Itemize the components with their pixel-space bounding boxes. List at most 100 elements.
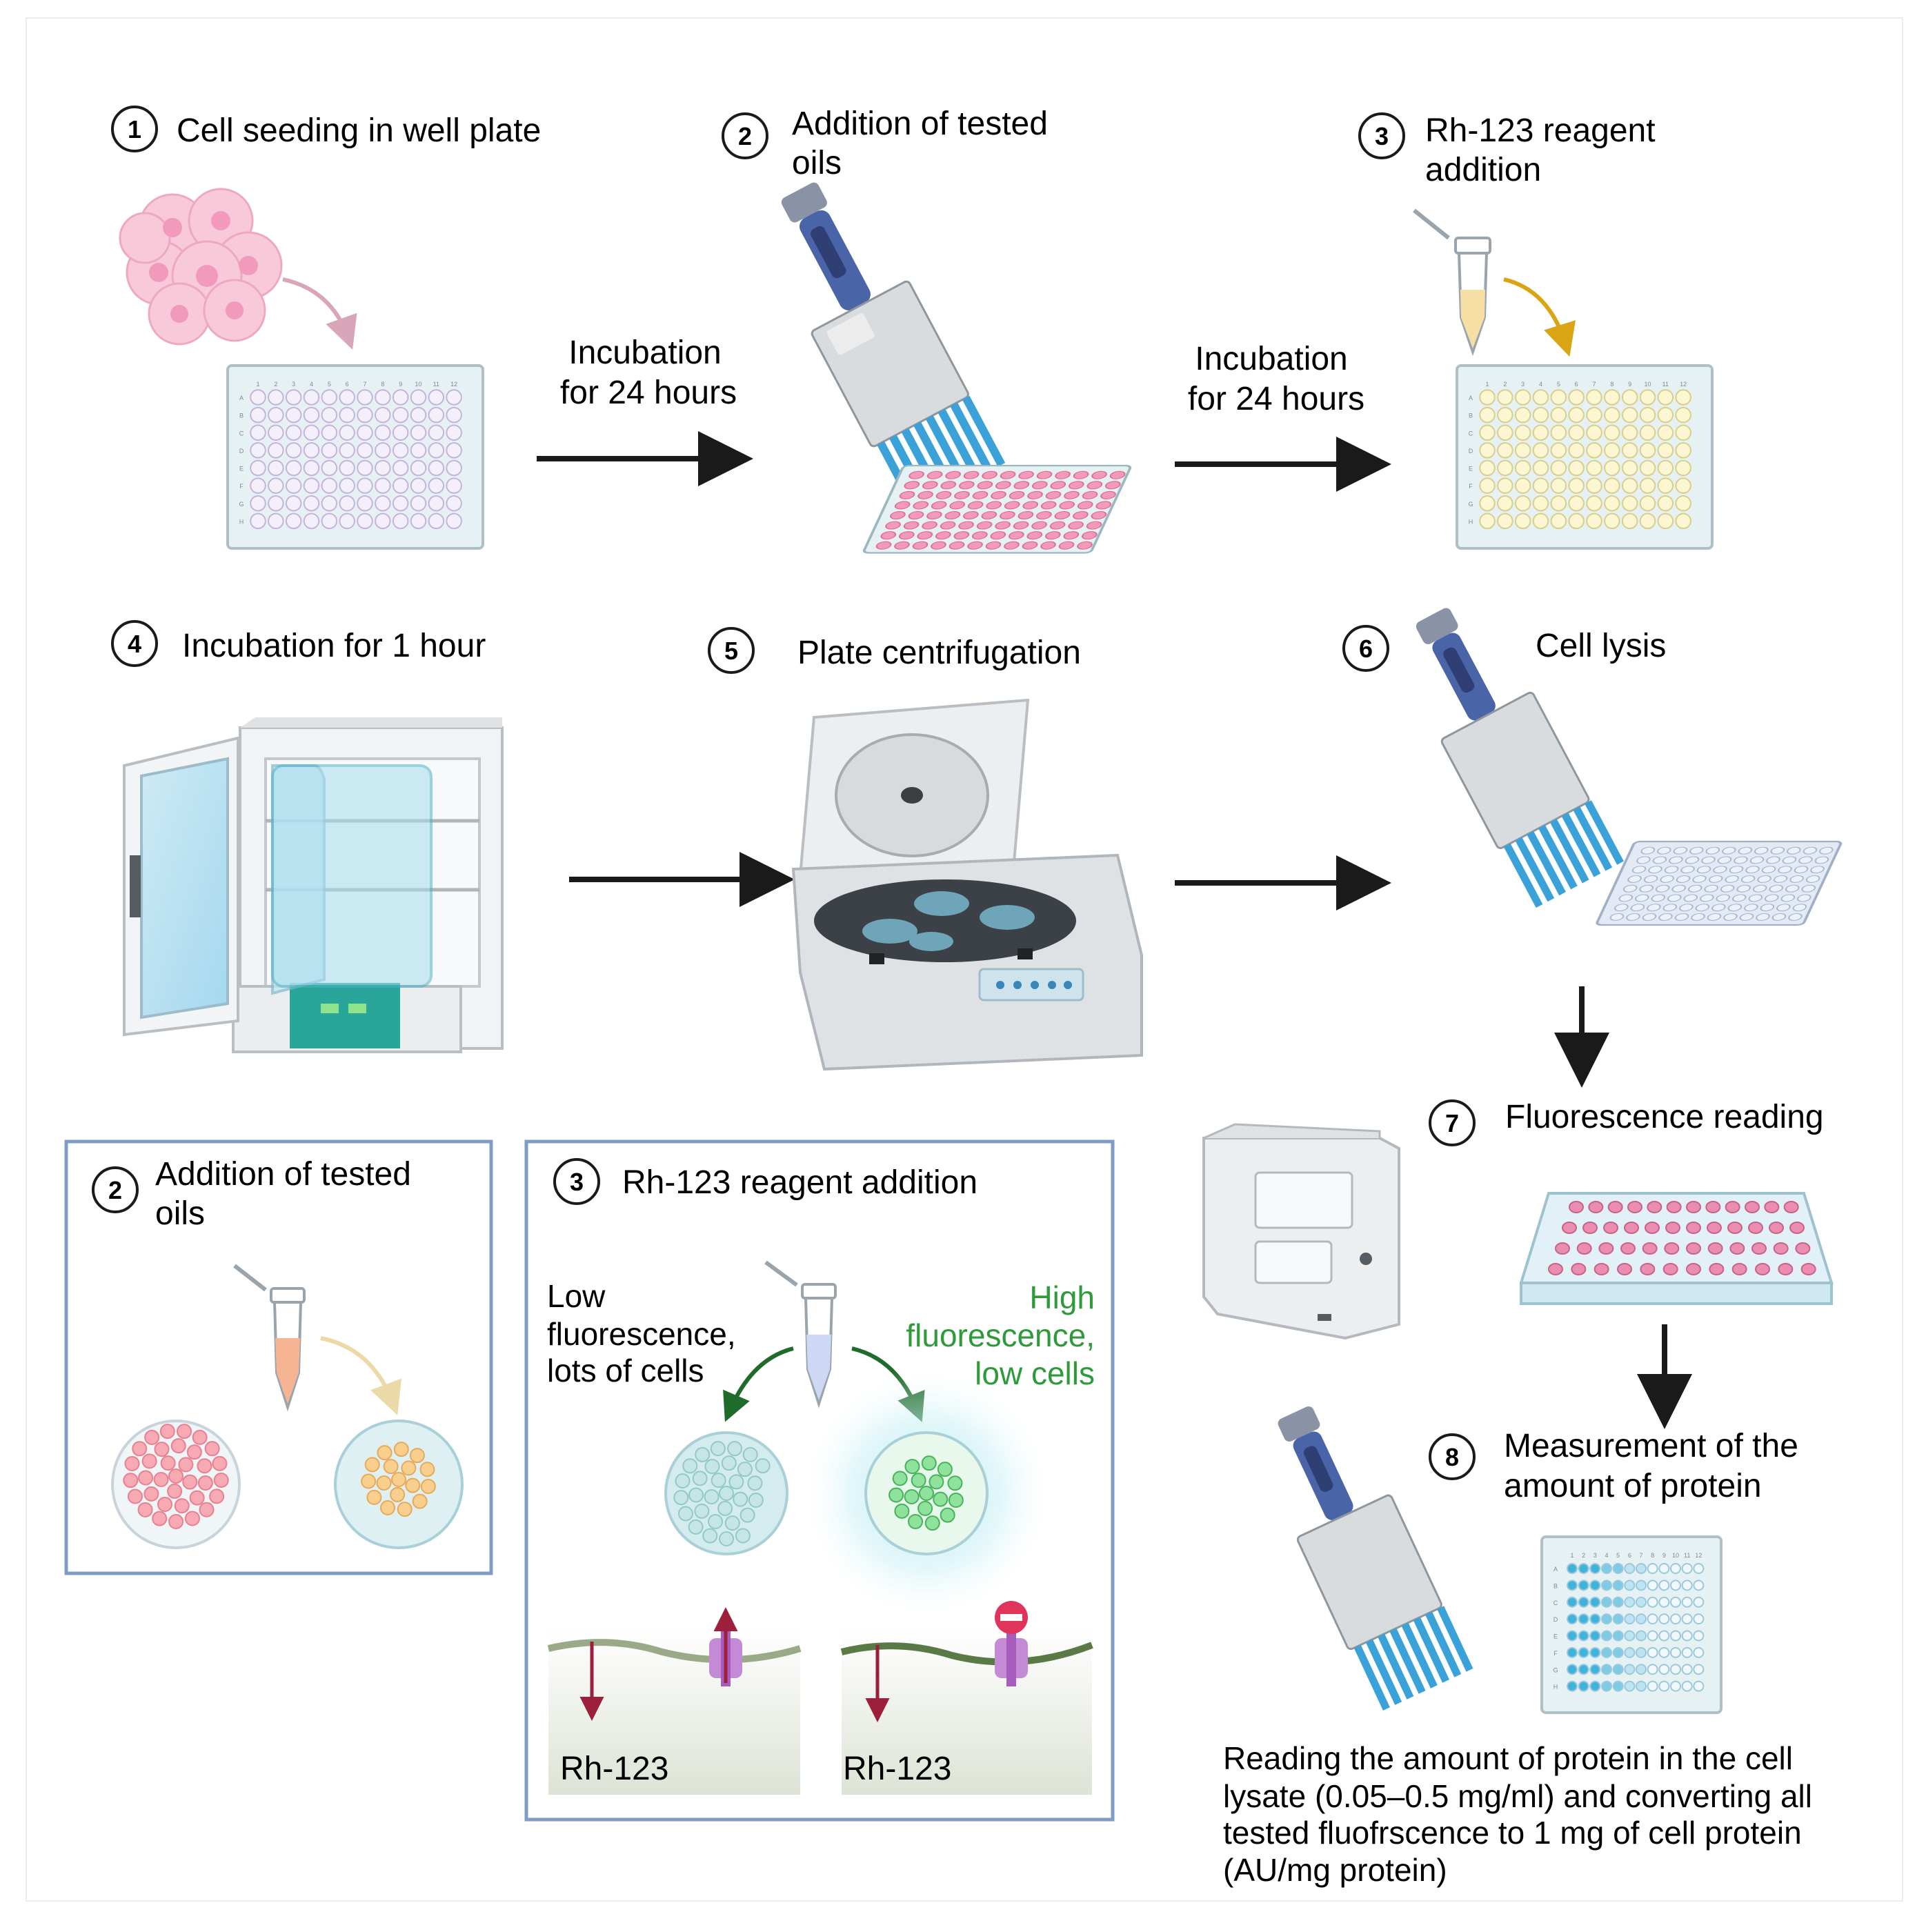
cell [724, 1515, 740, 1531]
cell [742, 1446, 758, 1462]
plate-col-label: 2 [274, 381, 277, 388]
plate-well [303, 459, 320, 477]
plate-well [339, 459, 355, 477]
step-7-title: Fluorescence reading [1505, 1099, 1824, 1135]
plate-well [1589, 1580, 1601, 1591]
plate-well [1630, 904, 1645, 912]
plate-well [940, 521, 956, 530]
cell [419, 1462, 435, 1477]
cell [393, 1442, 409, 1457]
plate-well [1683, 894, 1698, 902]
plate-well [357, 424, 373, 441]
plate-well [285, 442, 302, 459]
plate-well [1040, 541, 1056, 550]
plate-well [250, 512, 266, 530]
plate-well [339, 442, 355, 459]
cell [153, 1471, 169, 1487]
plate-well [1713, 866, 1727, 874]
plate-well [1479, 424, 1496, 441]
lysis-pipette-icon [1416, 608, 1624, 908]
step-4-number: 4 [128, 630, 141, 658]
plate-well [1803, 846, 1818, 855]
plate-well [963, 470, 980, 479]
plate-well [1670, 1630, 1681, 1642]
plate-well [1725, 875, 1739, 883]
cell [908, 1513, 924, 1529]
plate-well [410, 389, 427, 406]
plate-well [926, 470, 943, 479]
plate-well [1589, 1664, 1601, 1675]
step-3-title-line1: Rh-123 reagent [1425, 112, 1656, 149]
plate-well [1761, 866, 1776, 874]
plate-well [1691, 913, 1705, 921]
plate-well [1624, 1222, 1639, 1234]
plate-well [1569, 1201, 1584, 1213]
plate-well [1675, 495, 1691, 512]
plate-well [1647, 1680, 1658, 1692]
plate-well [1018, 470, 1034, 479]
plate-well [982, 470, 997, 479]
cell [361, 1473, 377, 1489]
cell [380, 1500, 396, 1515]
plate-well [1582, 1222, 1598, 1234]
dish-pink-cells-icon [111, 1420, 241, 1549]
step-2-title-line1: Addition of tested [792, 106, 1048, 142]
cell [178, 1457, 194, 1473]
plate-well [1532, 406, 1549, 424]
cell [924, 1515, 940, 1531]
plate-well [1814, 856, 1829, 864]
plate-well [1621, 495, 1638, 512]
plate-well [321, 406, 338, 424]
plate-well [1647, 1630, 1658, 1642]
plate-well [909, 470, 924, 479]
plate-well [357, 495, 373, 512]
plate-well [1681, 1613, 1693, 1625]
plate-well [1624, 1596, 1636, 1608]
plate-well [986, 501, 1002, 510]
plate-well [1601, 1563, 1612, 1574]
plate-well [1636, 1563, 1647, 1574]
plate-well [1681, 1664, 1693, 1675]
plate-well [268, 512, 284, 530]
plate-well [250, 477, 266, 494]
plate-well [268, 406, 284, 424]
plate-well [1601, 1580, 1612, 1591]
cell [137, 1502, 153, 1517]
plate-well [303, 424, 320, 441]
plate-well [1036, 470, 1053, 479]
plate-well [1497, 389, 1513, 406]
plate-well [1621, 477, 1638, 494]
plate-well [1675, 512, 1691, 530]
plate-well [1568, 406, 1585, 424]
plate-well [1620, 1242, 1636, 1255]
plate-well [1617, 1263, 1632, 1275]
plate-well [1627, 1201, 1642, 1213]
step-2-number: 2 [738, 122, 752, 150]
plate-well [1749, 856, 1765, 864]
plate-well [1532, 512, 1549, 530]
plate-well [1755, 1263, 1770, 1275]
plate-well [1639, 495, 1656, 512]
plate-well [303, 477, 320, 494]
plate-well [1031, 481, 1048, 490]
plate-well [410, 406, 427, 424]
plate-well [954, 490, 970, 499]
transporter-blocked-icon [995, 1601, 1028, 1686]
footnote-line2: lysate (0.05–0.5 mg/ml) and converting a… [1223, 1778, 1812, 1814]
cell [733, 1491, 748, 1507]
plate-well [1073, 511, 1089, 520]
plate-col-label: 1 [1485, 381, 1489, 388]
plate-well [922, 481, 938, 490]
cell [717, 1500, 733, 1516]
plate-well [935, 531, 951, 540]
plate-well [1796, 894, 1811, 902]
plate-well [446, 442, 462, 459]
plate-well [1729, 1242, 1745, 1255]
plate-well [321, 512, 338, 530]
plate-well [1636, 1580, 1647, 1591]
low-fluorescence-label-line3: lots of cells [547, 1353, 704, 1388]
dish-high-fluorescence-icon [799, 1366, 1054, 1621]
plate-well [1604, 459, 1620, 477]
plate-well [392, 389, 409, 406]
